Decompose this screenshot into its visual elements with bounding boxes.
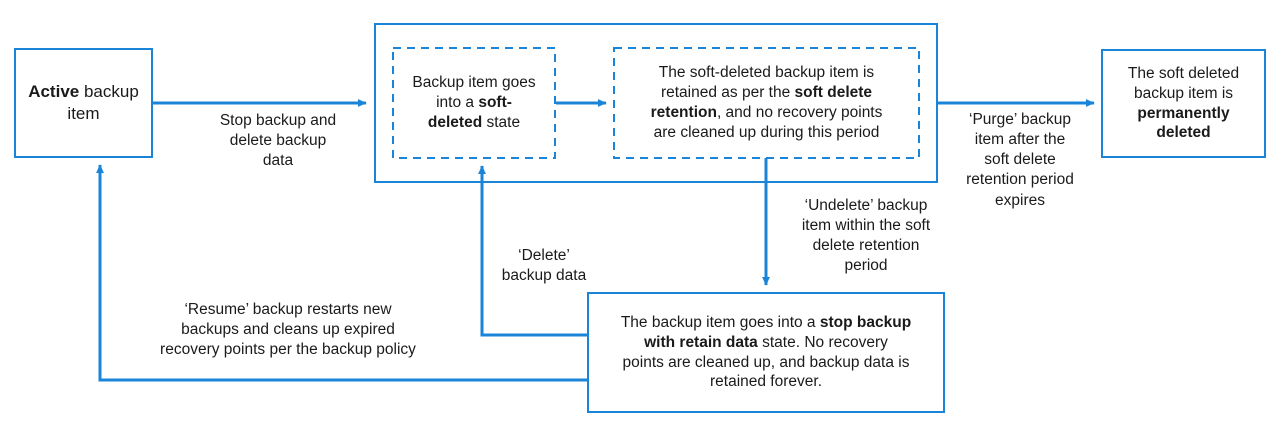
node-permanently-deleted: The soft deleted backup item is permanen… (1102, 50, 1265, 157)
node-retention: The soft-deleted backup item is retained… (614, 48, 919, 158)
edge-delete-backup-data (478, 165, 588, 337)
soft-deleted-seg2: into a (436, 94, 479, 112)
node-soft-deleted-state: Backup item goes into a soft- deleted st… (396, 48, 552, 158)
stopbk-l1: Stop backup and (219, 112, 337, 129)
node-active-backup-item: Active backup item (15, 49, 152, 157)
retention-seg2: retained as per the (660, 84, 795, 102)
purge-l5: expires (995, 191, 1045, 209)
node-soft-deleted-state-box (392, 47, 556, 159)
retention-seg4: are cleaned up during this period (653, 123, 880, 141)
edge-label-stop-backup-delete-data: Stop backup and delete backup data (190, 111, 366, 171)
stopbk-l3: data (262, 152, 294, 170)
edge-resume-backup (96, 164, 588, 382)
soft-deleted-seg2-bold: soft- (478, 94, 512, 112)
node-permanently-deleted-box (1101, 49, 1266, 158)
node-stop-backup-retain-data: The backup item goes into a stop backup … (592, 293, 940, 412)
undel-l1: ‘Undelete’ backup (804, 197, 928, 214)
purge-l3: soft delete (984, 151, 1056, 169)
stop-seg2-bold: with retain data (644, 333, 758, 351)
retention-seg3-rest: , and no recovery points (716, 104, 883, 121)
undel-l3: delete retention (812, 237, 920, 255)
retention-seg3-bold: retention (650, 104, 717, 121)
soft-deleted-seg3-bold: deleted (427, 113, 483, 131)
del-l2: backup data (501, 267, 587, 285)
resume-l1: ‘Resume’ backup restarts new (184, 301, 392, 318)
edge-label-delete-backup-data: ‘Delete’ backup data (488, 246, 600, 286)
resume-l2: backups and cleans up expired (181, 321, 395, 339)
node-stop-backup-retain-data-box (587, 292, 945, 413)
stopbk-l2: delete backup (229, 132, 327, 150)
active-label-rest: backup (79, 82, 139, 102)
soft-deleted-seg3-rest: state (482, 113, 521, 131)
node-retention-box (613, 47, 920, 159)
stop-seg3: points are cleaned up, and backup data i… (622, 353, 910, 371)
edge-label-undelete: ‘Undelete’ backup item within the soft d… (776, 196, 956, 277)
retention-seg1: The soft-deleted backup item is (658, 64, 875, 82)
stop-seg2-rest: state. No recovery (757, 333, 888, 351)
purge-l1: ‘Purge’ backup (969, 111, 1071, 128)
perm-seg1: The soft deleted (1127, 64, 1240, 82)
resume-l3: recovery points per the backup policy (160, 341, 416, 359)
active-label-bold: Active (28, 82, 80, 102)
edge-label-resume-backup: ‘Resume’ backup restarts new backups and… (136, 300, 440, 360)
purge-l2: item after the (974, 131, 1066, 149)
node-active-backup-item-box (14, 48, 153, 158)
stop-seg1: The backup item goes into a (620, 313, 820, 331)
stop-seg1-bold: stop backup (819, 313, 912, 331)
edge-label-purge: ‘Purge’ backup item after the soft delet… (945, 110, 1095, 211)
purge-l4: retention period (966, 171, 1074, 189)
stop-seg4: retained forever. (709, 373, 822, 391)
active-label-line2: item (67, 104, 100, 123)
undel-l2: item within the soft (801, 217, 931, 235)
perm-seg4-bold: deleted (1156, 124, 1211, 142)
retention-seg2-bold: soft delete (794, 84, 873, 102)
undel-l4: period (844, 257, 888, 275)
perm-seg2: backup item is (1133, 84, 1234, 102)
soft-deleted-seg1: Backup item goes (412, 74, 536, 92)
perm-seg3-bold: permanently (1137, 104, 1230, 122)
del-l1: ‘Delete’ (518, 247, 570, 264)
